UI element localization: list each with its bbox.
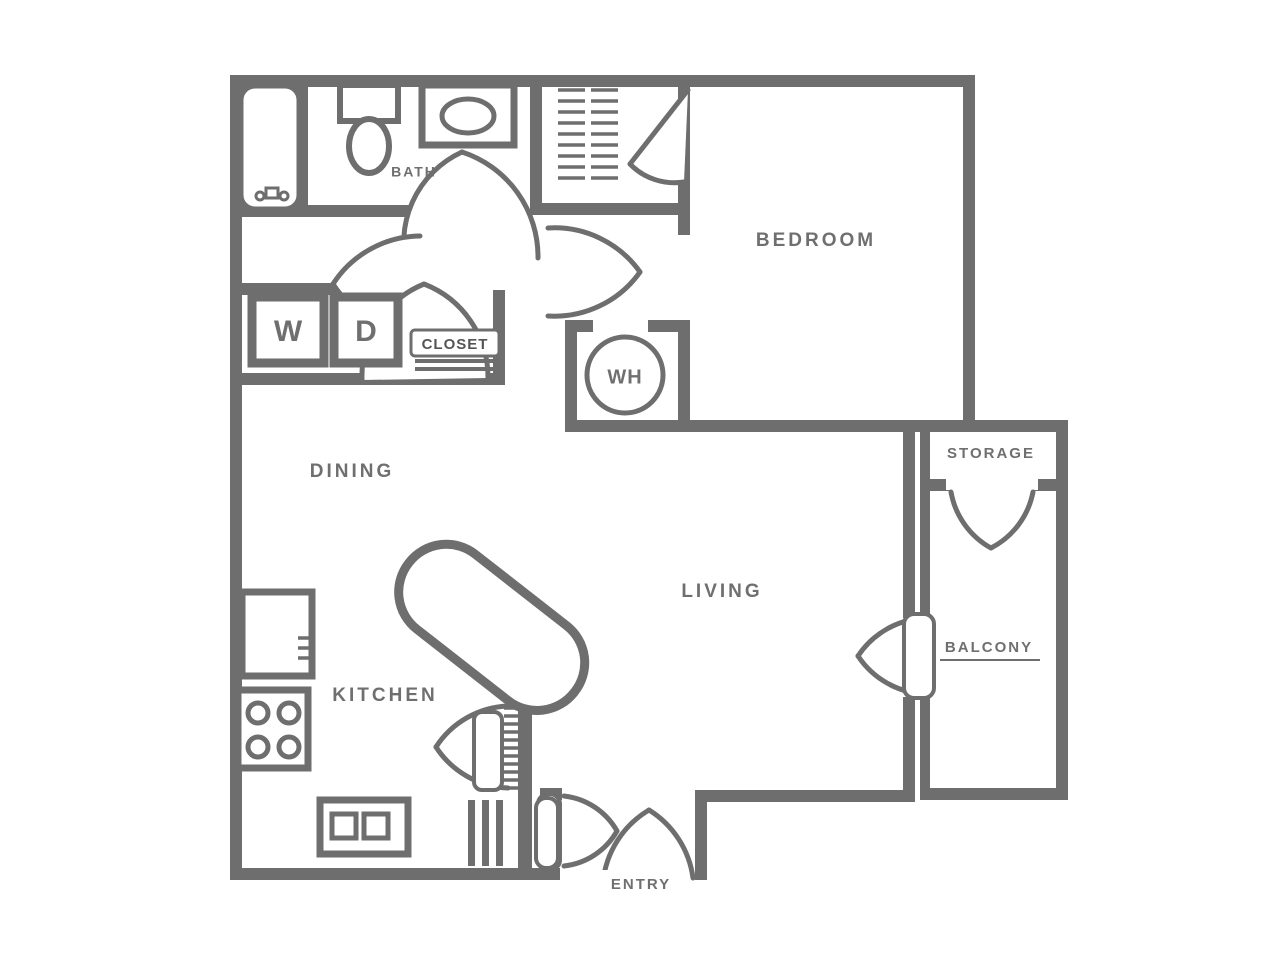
linen-closet-door <box>627 87 691 186</box>
kitchen-bar-counter <box>394 539 590 715</box>
room-label-living: LIVING <box>681 581 762 602</box>
entry-door-swing <box>536 792 696 885</box>
room-label-storage: STORAGE <box>947 445 1035 462</box>
toilet-fixture <box>337 82 401 176</box>
water-heater-fixture <box>584 334 666 416</box>
dryer-box <box>329 292 403 368</box>
bath-door-swing <box>401 149 541 275</box>
room-label-closet: CLOSET <box>422 336 489 353</box>
entry-label-plate <box>594 870 688 896</box>
room-label-entry: ENTRY <box>611 876 671 893</box>
dryer-label: D <box>355 315 377 348</box>
room-label-balcony: BALCONY <box>945 639 1033 656</box>
room-label-bath: BATH <box>391 164 437 180</box>
water-heater-label: WH <box>607 366 642 388</box>
entry-closet-bifold-doors <box>468 796 560 870</box>
linen-shelves <box>558 88 618 180</box>
bath-sink-fixture <box>418 81 518 149</box>
storage-door-swing <box>946 462 1038 551</box>
closet-label-plate <box>409 328 501 358</box>
balcony-label-plate <box>938 634 1042 660</box>
balcony-door-swing <box>855 612 936 700</box>
fridge-fixture <box>238 588 316 680</box>
kitchen-sink-fixture <box>316 796 412 858</box>
pantry-door-swing <box>433 703 511 792</box>
pantry-shelves <box>504 706 519 790</box>
closet-shelves <box>415 359 499 371</box>
room-label-kitchen: KITCHEN <box>332 685 437 706</box>
bedroom-door-swing <box>545 225 643 319</box>
stove-fixture <box>234 686 312 772</box>
washer-box <box>247 292 329 368</box>
room-label-dining: DINING <box>310 461 395 482</box>
bathtub-fixture <box>236 81 304 214</box>
room-label-bedroom: BEDROOM <box>756 230 876 251</box>
washer-label: W <box>274 315 303 348</box>
